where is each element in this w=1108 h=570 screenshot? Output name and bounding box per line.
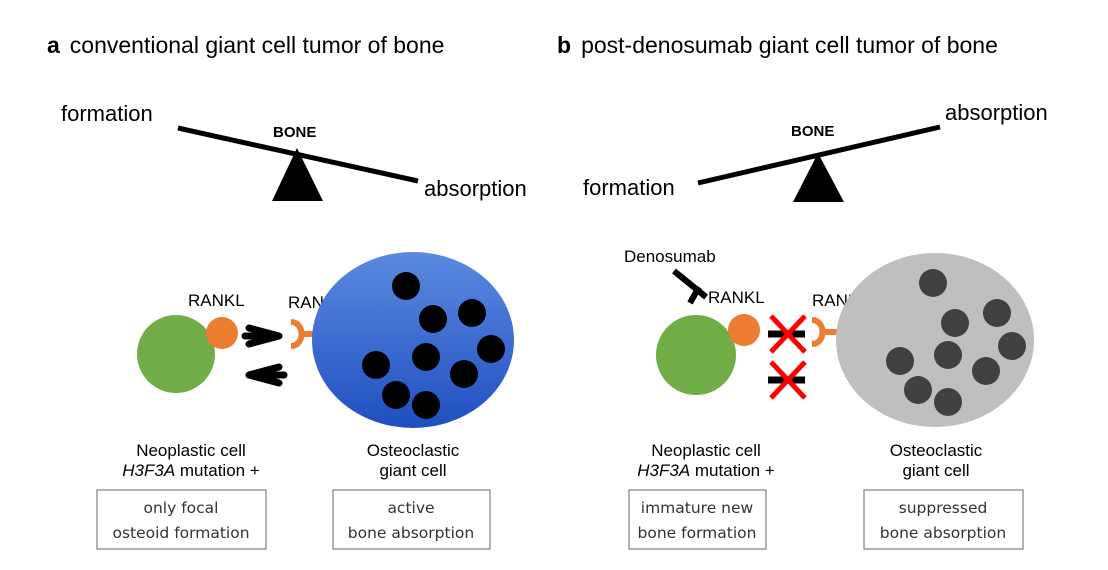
mutation-suffix: mutation +	[690, 461, 775, 480]
box-right-b-line2: bone absorption	[880, 524, 1006, 542]
box-left-b-line1: immature new	[641, 499, 754, 517]
nucleus	[392, 272, 420, 300]
osteoclast-caption-line1: Osteoclastic	[890, 441, 983, 460]
gene-name: H3F3A	[122, 461, 175, 480]
osteoclast-nuclei	[886, 269, 1026, 416]
rank-receptor-icon	[290, 319, 305, 349]
nucleus	[412, 391, 440, 419]
box-right-a-line2: bone absorption	[348, 524, 474, 542]
nucleus	[983, 299, 1011, 327]
box-right-a	[332, 489, 491, 550]
box-right-a-line1: active	[387, 499, 434, 517]
panel-b-letter: b	[557, 32, 571, 58]
nucleus	[972, 357, 1000, 385]
panel-a-title-text: conventional giant cell tumor of bone	[70, 32, 445, 58]
seesaw-bone-label: BONE	[791, 123, 834, 140]
panel-a: a conventional giant cell tumor of bone f…	[47, 32, 527, 550]
box-right-b	[863, 489, 1024, 550]
nucleus	[412, 343, 440, 371]
box-left-b-line2: bone formation	[638, 524, 757, 542]
osteoclast-caption-line2: giant cell	[902, 461, 969, 480]
seesaw-fulcrum	[272, 148, 323, 201]
neoplastic-cell	[137, 315, 215, 393]
panel-b-title-text: post-denosumab giant cell tumor of bone	[581, 32, 998, 58]
neoplastic-caption-line2: H3F3A mutation +	[122, 461, 260, 480]
mutation-suffix: mutation +	[175, 461, 260, 480]
nucleus	[450, 360, 478, 388]
neoplastic-caption-line1: Neoplastic cell	[136, 441, 246, 460]
nucleus	[904, 376, 932, 404]
panel-b: b post-denosumab giant cell tumor of bone…	[557, 32, 1048, 550]
panel-a-seesaw: formation BONE absorption	[61, 101, 527, 201]
box-left-a-line2: osteoid formation	[112, 524, 249, 542]
nucleus	[934, 388, 962, 416]
box-left-a	[96, 489, 267, 550]
nucleus	[419, 305, 447, 333]
rankl-ligand	[206, 317, 238, 349]
neoplastic-caption-line2: H3F3A mutation +	[637, 461, 775, 480]
gene-name: H3F3A	[637, 461, 690, 480]
box-left-a-line1: only focal	[144, 499, 219, 517]
box-right-b-line1: suppressed	[899, 499, 988, 517]
panel-a-title: a conventional giant cell tumor of bone	[47, 32, 444, 58]
osteoclast-nuclei	[362, 272, 505, 419]
nucleus	[458, 299, 486, 327]
osteoclast-caption-line2: giant cell	[379, 461, 446, 480]
seesaw-fulcrum	[793, 153, 844, 202]
panel-a-cells: RANKL RANK	[137, 252, 514, 428]
osteoclast-caption-line1: Osteoclastic	[367, 441, 460, 460]
panel-a-letter: a	[47, 32, 60, 58]
neoplastic-cell	[656, 315, 736, 395]
rankl-ligand	[728, 314, 760, 346]
nucleus	[886, 347, 914, 375]
cross-icon	[769, 314, 807, 354]
rankl-label: RANKL	[708, 288, 765, 307]
box-left-b	[628, 489, 767, 550]
panel-b-seesaw: formation BONE absorption	[583, 100, 1048, 202]
seesaw-bone-label: BONE	[273, 124, 316, 141]
seesaw-left-label: formation	[61, 101, 153, 126]
denosumab-label: Denosumab	[624, 247, 716, 266]
rank-receptor-icon	[811, 317, 826, 347]
nucleus	[934, 341, 962, 369]
inhibition-stem	[672, 268, 708, 300]
nucleus	[998, 332, 1026, 360]
rankl-label: RANKL	[188, 291, 245, 310]
nucleus	[362, 351, 390, 379]
neoplastic-caption-line1: Neoplastic cell	[651, 441, 761, 460]
nucleus	[941, 309, 969, 337]
nucleus	[382, 381, 410, 409]
panel-b-cells: RANKL RANK	[656, 253, 1034, 427]
cross-icon	[769, 360, 807, 400]
seesaw-left-label: formation	[583, 175, 675, 200]
seesaw-right-label: absorption	[424, 176, 527, 201]
panel-b-title: b post-denosumab giant cell tumor of bone	[557, 32, 998, 58]
nucleus	[919, 269, 947, 297]
seesaw-right-label: absorption	[945, 100, 1048, 125]
nucleus	[477, 335, 505, 363]
